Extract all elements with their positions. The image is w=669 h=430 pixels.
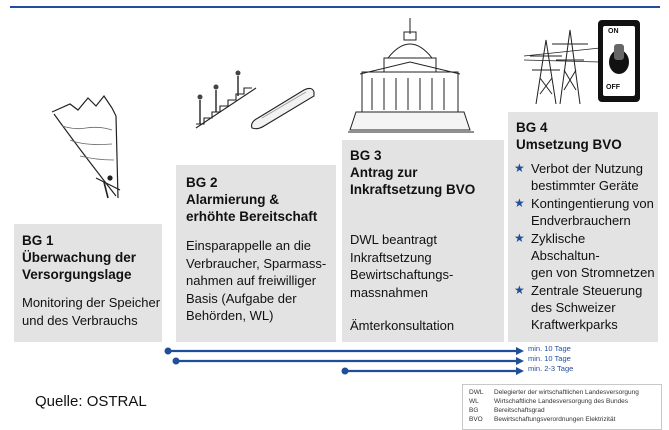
stage-body-secondary: Ämterkonsultation (350, 318, 455, 333)
stage-bg4: BG 4 Umsetzung BVO ★ Verbot der Nutzung b… (508, 112, 658, 342)
list-item-text: Zentrale Steuerung des Schweizer Kraftwe… (531, 283, 643, 332)
star-icon: ★ (514, 283, 525, 297)
measure-list: ★ Verbot der Nutzung bestimmter Geräte ★ K… (514, 160, 656, 334)
legend-abbr: DWL (469, 389, 484, 396)
list-item: ★ Kontingentierung von Endverbrauchern (514, 195, 656, 229)
timeline-arrows (164, 347, 524, 375)
stage-body: DWL beantragt Inkraftsetzung Bewirtschaf… (350, 232, 454, 300)
stage-body: Monitoring der Speicher und des Verbrauc… (22, 295, 161, 328)
switch-off-label: OFF (606, 84, 620, 91)
legend-text: Wirtschaftliche Landesversorgung des Bun… (494, 398, 629, 405)
legend-text: Bewirtschaftungsverordnungen Elektrizitä… (494, 416, 616, 423)
list-item: ★ Verbot der Nutzung bestimmter Geräte (514, 160, 656, 194)
abbreviation-legend: DWL Delegierter der wirtschaftlichen Land… (462, 384, 662, 430)
parliament-illustration (348, 18, 474, 133)
legend-text: Delegierter der wirtschaftlichen Landesv… (494, 389, 639, 396)
source-caption: Quelle: OSTRAL (35, 393, 147, 410)
stage-title: BG 3 Antrag zur Inkraftsetzung BVO (350, 148, 476, 197)
escalator-illustration (195, 70, 315, 130)
legend-abbr: BG (469, 407, 479, 414)
stage-bg1: BG 1 Überwachung der Versorgungslage Mon… (14, 224, 162, 342)
list-item: ★ Zentrale Steuerung des Schweizer Kraftw… (514, 282, 656, 333)
legend-row: BVO Bewirtschaftungsverordnungen Elektriz… (469, 416, 615, 424)
timeline-label-1: min. 10 Tage (528, 344, 571, 353)
star-icon: ★ (514, 231, 525, 245)
list-item-text: Kontingentierung von Endverbrauchern (531, 196, 654, 228)
top-rule (10, 6, 660, 8)
stage-title: BG 1 Überwachung der Versorgungslage (22, 233, 137, 282)
list-item-text: Zyklische Abschaltun- gen von Stromnetze… (531, 231, 655, 280)
legend-row: BG Bereitschaftsgrad (469, 407, 545, 415)
stage-bg2: BG 2 Alarmierung & erhöhte Bereitschaft … (176, 165, 336, 342)
dam-illustration (51, 94, 121, 199)
timeline-label-2: min. 10 Tage (528, 354, 571, 363)
switch-on-label: ON (608, 28, 619, 35)
stage-bg3: BG 3 Antrag zur Inkraftsetzung BVO DWL b… (342, 140, 504, 342)
list-item-text: Verbot der Nutzung bestimmter Geräte (531, 161, 644, 193)
star-icon: ★ (514, 161, 525, 175)
star-icon: ★ (514, 196, 525, 210)
on-off-switch-icon (598, 20, 640, 102)
legend-row: WL Wirtschaftliche Landesversorgung des B… (469, 398, 628, 406)
stage-title: BG 2 Alarmierung & erhöhte Bereitschaft (186, 175, 318, 224)
stage-title: BG 4 Umsetzung BVO (516, 120, 622, 152)
timeline-label-3: min. 2-3 Tage (528, 364, 574, 373)
pylon-illustration (523, 29, 601, 105)
legend-abbr: WL (469, 398, 479, 405)
legend-row: DWL Delegierter der wirtschaftlichen Land… (469, 389, 639, 397)
list-item: ★ Zyklische Abschaltun- gen von Stromnetz… (514, 230, 656, 281)
legend-abbr: BVO (469, 416, 483, 423)
legend-text: Bereitschaftsgrad (494, 407, 545, 414)
stage-body: Einsparappelle an die Verbraucher, Sparm… (186, 238, 327, 323)
